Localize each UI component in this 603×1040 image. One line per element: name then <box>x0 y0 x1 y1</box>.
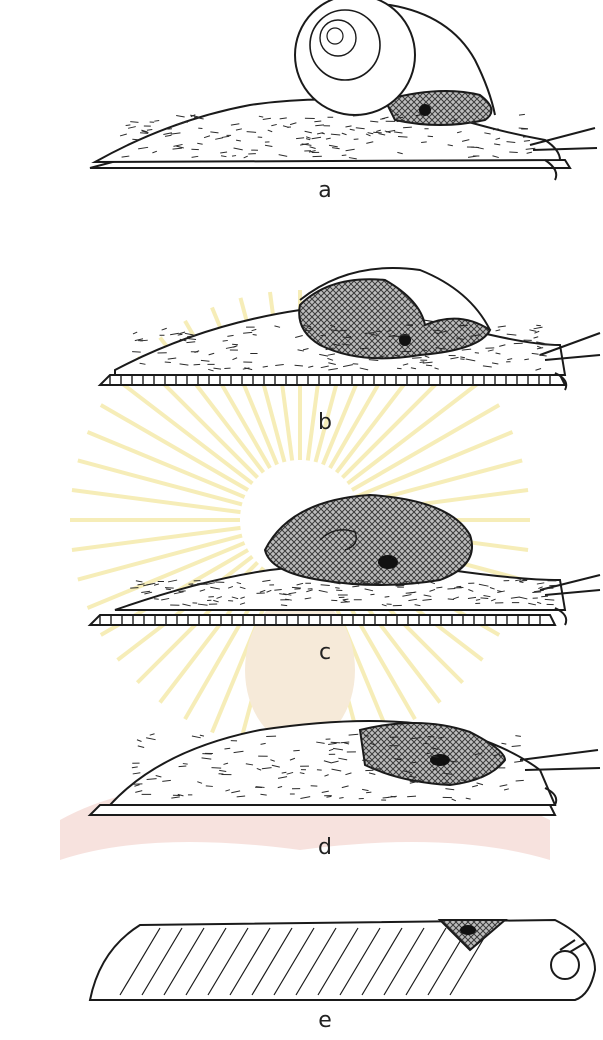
mantle <box>265 495 472 585</box>
head <box>551 951 579 979</box>
pneumostome <box>430 754 450 766</box>
pneumostome <box>378 555 398 569</box>
snail-illustration-c <box>0 440 603 670</box>
panel-label-d: d <box>0 835 603 860</box>
panel-e: e <box>0 880 603 1040</box>
panel-label-c: c <box>0 640 603 665</box>
pneumostome <box>399 334 411 346</box>
snail-illustration-b <box>0 215 603 440</box>
pneumostome <box>460 925 476 935</box>
mantle <box>385 91 491 125</box>
panel-d: d <box>0 670 603 880</box>
panel-a: a <box>0 0 603 215</box>
panel-label-a: a <box>0 178 603 203</box>
panel-b: b <box>0 215 603 440</box>
pneumostome <box>419 104 431 116</box>
panel-label-b: b <box>0 410 603 435</box>
panel-c: c <box>0 440 603 670</box>
mantle <box>299 279 490 358</box>
panel-label-e: e <box>0 1008 603 1033</box>
body <box>90 920 595 1000</box>
